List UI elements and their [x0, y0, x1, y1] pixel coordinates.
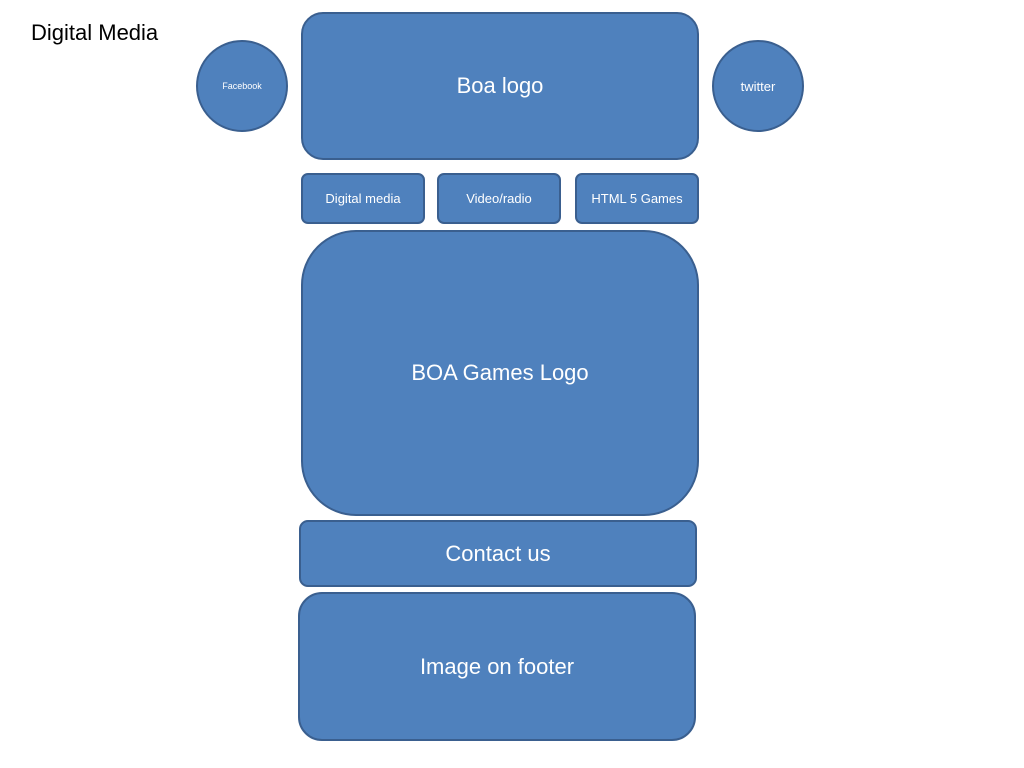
facebook-button[interactable]: Facebook	[196, 40, 288, 132]
footer-image-label: Image on footer	[419, 653, 575, 679]
nav-item-label: HTML 5 Games	[591, 191, 683, 206]
nav-item-label: Video/radio	[466, 191, 532, 206]
boa-games-logo-box: BOA Games Logo	[301, 230, 699, 516]
nav-html5-games-button[interactable]: HTML 5 Games	[575, 173, 699, 224]
footer-image-box: Image on footer	[298, 592, 696, 741]
page-title: Digital Media	[31, 20, 159, 45]
contact-us-button[interactable]: Contact us	[299, 520, 697, 587]
boa-logo-box: Boa logo	[301, 12, 699, 160]
nav-video-radio-button[interactable]: Video/radio	[437, 173, 561, 224]
nav-digital-media-button[interactable]: Digital media	[301, 173, 425, 224]
facebook-label: Facebook	[222, 81, 262, 91]
twitter-label: twitter	[740, 78, 776, 94]
twitter-button[interactable]: twitter	[712, 40, 804, 132]
nav-item-label: Digital media	[325, 191, 401, 206]
boa-games-logo-label: BOA Games Logo	[411, 360, 589, 385]
boa-logo-label: Boa logo	[456, 73, 544, 98]
contact-us-label: Contact us	[445, 540, 551, 566]
